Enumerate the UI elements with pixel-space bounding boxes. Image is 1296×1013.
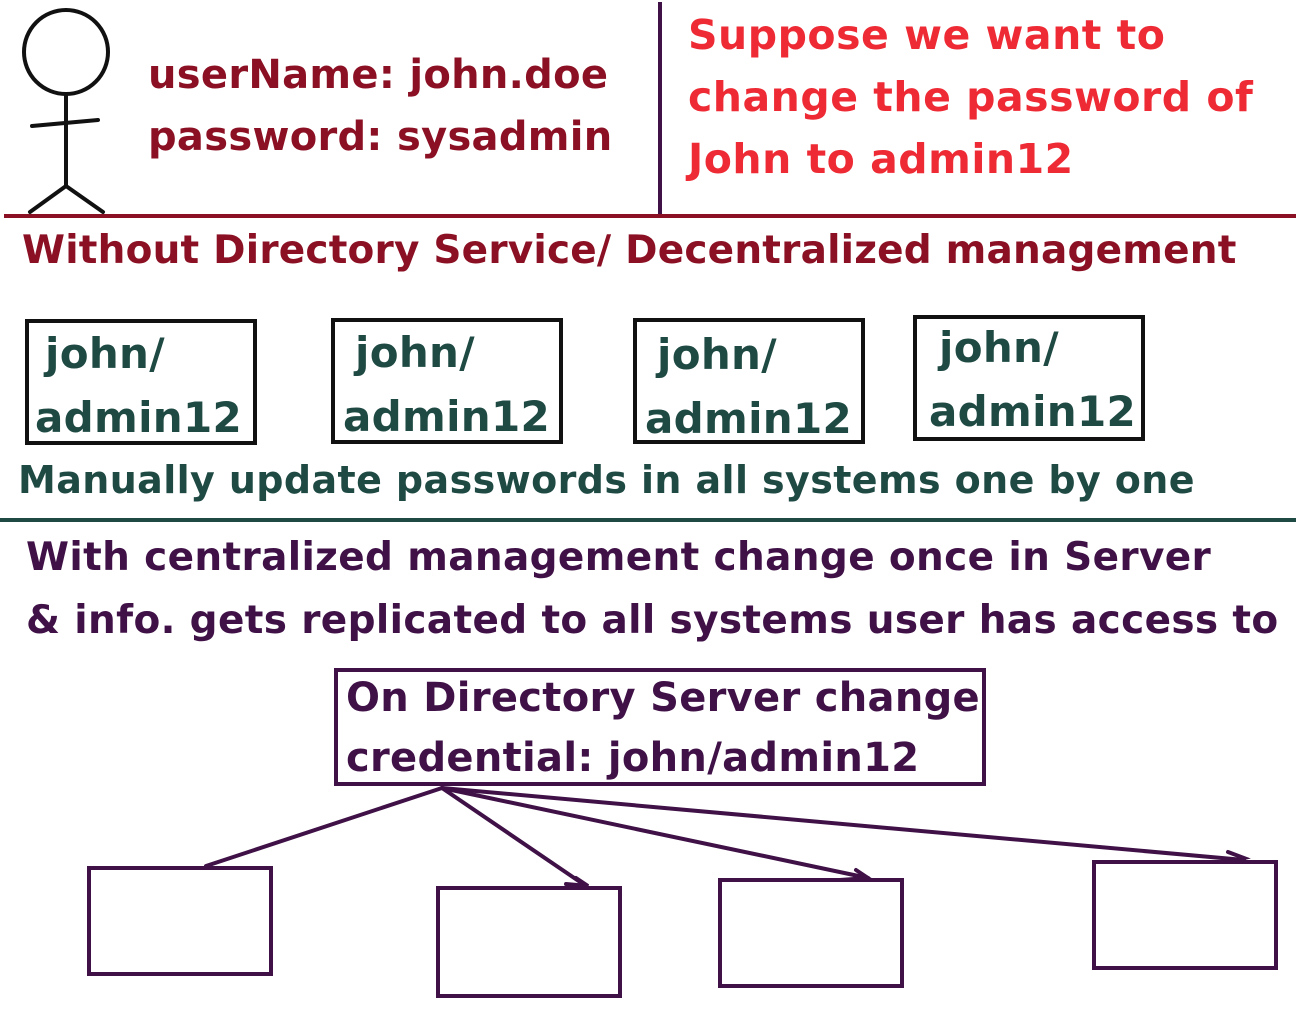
user-stick-figure-icon (22, 8, 110, 214)
stick-figure-left-leg (28, 184, 68, 214)
manual-update-note: Manually update passwords in all systems… (18, 458, 1195, 502)
directory-server-label: On Directory Server change credential: j… (346, 668, 980, 788)
client-systems (87, 860, 1278, 998)
scenario-description: Suppose we want to change the password o… (688, 4, 1253, 190)
credential-password: admin12 (343, 392, 551, 441)
stick-figure-right-leg (64, 184, 105, 214)
scenario-line: John to admin12 (688, 135, 1074, 183)
credential-user: john/ (939, 323, 1059, 372)
replication-connectors (204, 786, 1251, 888)
user-credentials: userName: john.doe password: sysadmin (148, 44, 613, 168)
centralized-description-line: With centralized management change once … (26, 535, 1212, 580)
stick-figure-head (22, 8, 110, 96)
client-system-box-4 (1092, 860, 1278, 970)
client-system-box-2 (436, 886, 622, 998)
client-system-box-1 (87, 866, 273, 976)
system-credential-box-4: john/ admin12 (913, 315, 1145, 441)
credential-password: admin12 (645, 394, 853, 443)
connector-client-1 (204, 786, 444, 868)
credential-user: john/ (45, 329, 165, 378)
system-credential-box-2: john/ admin12 (331, 318, 563, 444)
decentralized-section-title: Without Directory Service/ Decentralized… (22, 228, 1237, 273)
credential-password: admin12 (929, 387, 1137, 436)
stick-figure-arms (30, 118, 100, 128)
credential-user: john/ (355, 328, 475, 377)
username-line: userName: john.doe (148, 52, 609, 98)
system-credential-box-1: john/ admin12 (25, 319, 257, 445)
directory-server-line: credential: john/admin12 (346, 735, 920, 781)
credential-user: john/ (657, 330, 777, 379)
connector-client-2 (440, 786, 588, 888)
scenario-line: change the password of (688, 73, 1254, 121)
password-line: password: sysadmin (148, 114, 613, 160)
credential-password: admin12 (35, 393, 243, 442)
connector-client-3 (440, 786, 870, 880)
connector-client-4 (440, 786, 1246, 862)
scenario-line: Suppose we want to (688, 11, 1166, 59)
client-system-box-3 (718, 878, 904, 988)
directory-server-line: On Directory Server change (346, 675, 980, 721)
system-credential-box-3: john/ admin12 (633, 318, 865, 444)
centralized-description: With centralized management change once … (26, 526, 1279, 652)
centralized-description-line: & info. gets replicated to all systems u… (26, 598, 1279, 643)
directory-server-box (334, 668, 986, 786)
